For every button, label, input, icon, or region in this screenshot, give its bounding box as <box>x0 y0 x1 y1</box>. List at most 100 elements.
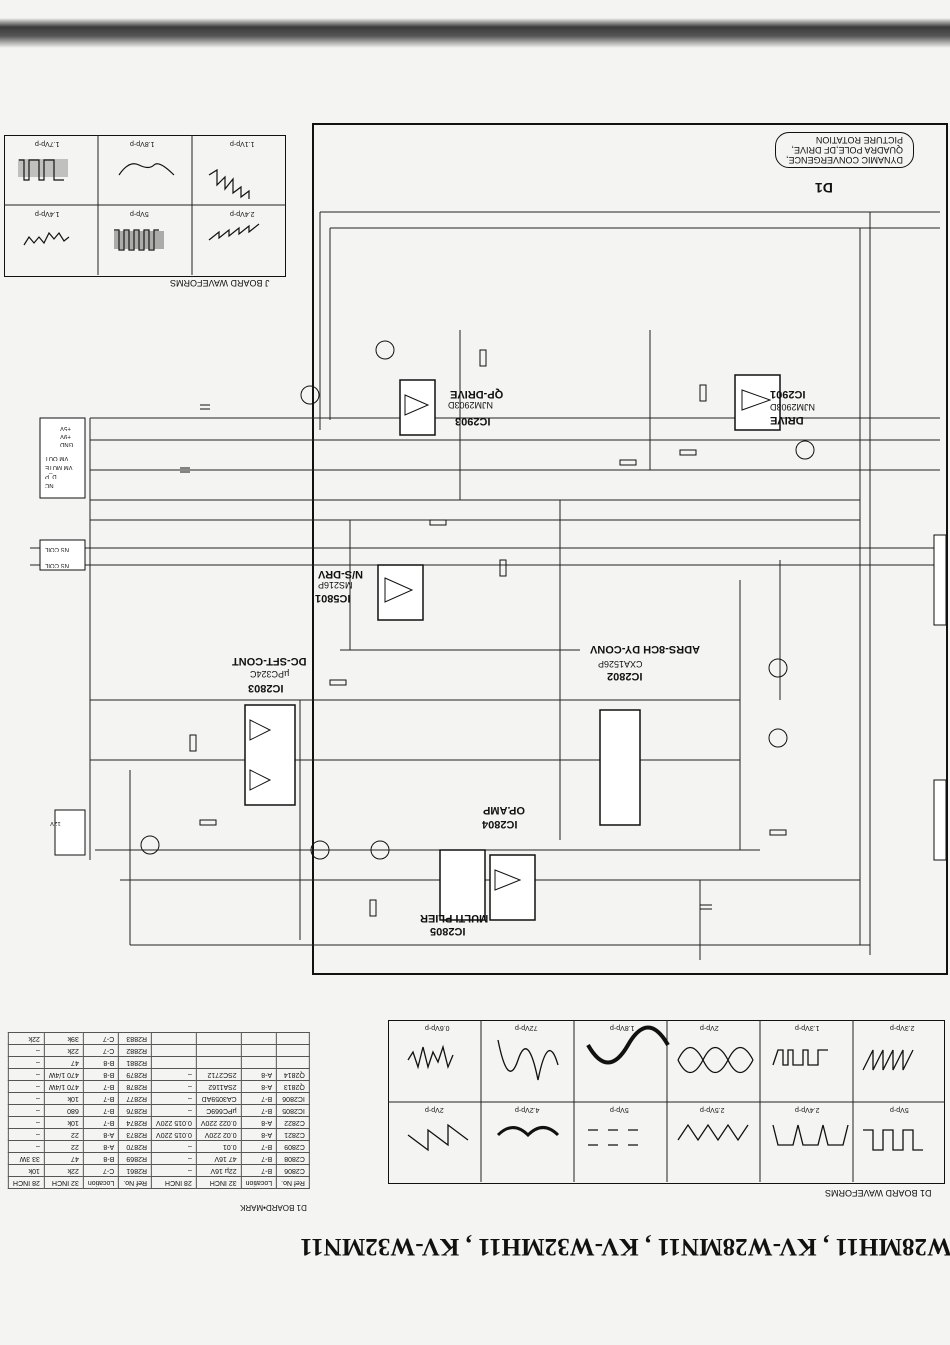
conn-ns-coil-1: NS COIL <box>45 546 70 552</box>
mark-table-cell: A-8 <box>241 1068 277 1081</box>
d1-wf-8-val: 1.3Vp-p <box>795 1024 820 1031</box>
mark-table-cell: R2881 <box>118 1056 152 1069</box>
mark-table-cell: 22 <box>44 1128 84 1141</box>
mark-table-cell: B-7 <box>241 1092 277 1105</box>
ic2903-label: IC2903 <box>455 415 491 427</box>
j-wf-6-val: 1.4Vp-p <box>35 210 60 217</box>
mark-table-cell: A-8 <box>241 1128 277 1141</box>
conn-vm-out: VM OUT <box>45 455 69 461</box>
mark-table-cell: – <box>8 1056 45 1069</box>
mark-table-cell: µPC669C <box>196 1104 242 1117</box>
schematic-frame <box>312 123 948 975</box>
mark-table-cell: R2883 <box>118 1032 152 1045</box>
mark-table-cell: 0.022 220V <box>196 1116 242 1129</box>
mark-table-cell: – <box>8 1128 45 1141</box>
mark-table-cell: 2SA1162 <box>196 1080 242 1093</box>
mark-table-cell: B-7 <box>241 1140 277 1153</box>
d1-waveforms-grid <box>388 1020 945 1182</box>
mark-table-cell: 47 <box>44 1056 84 1069</box>
mark-table-cell: – <box>8 1116 45 1129</box>
j-waveforms-panel <box>4 135 286 277</box>
d1-wf-7-val: 2.3Vp-p <box>890 1024 915 1031</box>
mark-table-cell: 39k <box>44 1032 84 1045</box>
ic2901-part: NJM2903D <box>770 402 816 412</box>
mark-table-cell: – <box>151 1140 197 1153</box>
mark-table-cell: C2806 <box>276 1164 310 1177</box>
ic2802-part: CXA1526P <box>598 659 643 669</box>
mark-table-cell: C-7 <box>83 1164 119 1177</box>
mark-table-cell <box>241 1032 277 1045</box>
d1-wf-12-val: 0.6Vp-p <box>425 1024 450 1031</box>
mark-table-cell: – <box>151 1104 197 1117</box>
mark-table-cell <box>241 1056 277 1069</box>
board-id: D1 <box>815 180 833 196</box>
ic2903-part: NJM2903D <box>448 400 494 410</box>
mark-table-cell: 470 1/4W <box>44 1068 84 1081</box>
ic2901-label: IC2901 <box>770 388 806 400</box>
mark-table-cell: A-8 <box>241 1080 277 1093</box>
mark-table-cell: – <box>151 1080 197 1093</box>
mark-table-cell: R2874 <box>118 1116 152 1129</box>
ic2805-func: MULTI PLIER <box>420 912 489 924</box>
ic2802-label: IC2802 <box>607 670 643 682</box>
j-wf-4-val: 2.4Vp-p <box>230 210 255 217</box>
d1-wf-3-val: 2.5Vp-p <box>700 1106 725 1113</box>
d1-wf-6-val: 2Vp-p <box>425 1106 444 1113</box>
mark-table-cell: 47 16V <box>196 1152 242 1165</box>
mark-table-cell: – <box>8 1092 45 1105</box>
conn-5v: +5V <box>60 425 71 431</box>
mark-table-cell: R2879 <box>118 1068 152 1081</box>
ic5801-part: MS216P <box>318 580 353 590</box>
j-wf-5-val: 5Vp-p <box>130 210 149 217</box>
mark-table-cell: R2876 <box>118 1104 152 1117</box>
mark-table-cell: A-8 <box>83 1140 119 1153</box>
mark-table-cell: – <box>8 1068 45 1081</box>
mark-table-cell: 0.02 220V <box>196 1128 242 1141</box>
conn-dp: D_P <box>45 473 57 479</box>
mark-table-cell: 33 3W <box>8 1152 45 1165</box>
mark-table-cell: – <box>151 1164 197 1177</box>
mark-table-cell <box>196 1032 242 1045</box>
ic2903-func: QP-DRIVE <box>450 388 504 400</box>
mark-table-cell: – <box>8 1104 45 1117</box>
mark-table-cell: C2809 <box>276 1140 310 1153</box>
mark-table-cell: B-8 <box>83 1152 119 1165</box>
j-wf-2-val: 1.8Vp-p <box>130 140 155 147</box>
mark-table-cell: 32 INCH <box>196 1176 242 1189</box>
board-caption-box: DYNAMIC CONVERGENCE, QUADRA POLE,DF DRIV… <box>775 132 915 168</box>
mark-table-cell: – <box>151 1068 197 1081</box>
j-wf-1-val: 1.1Vp-p <box>230 140 255 147</box>
mark-table-cell <box>276 1032 310 1045</box>
mark-table-cell: – <box>151 1152 197 1165</box>
mark-table-cell: R2878 <box>118 1080 152 1093</box>
ic5801-func: N/S-DRV <box>318 568 364 580</box>
mark-table-cell: 0.015 220V <box>151 1128 197 1141</box>
mark-table-cell: B-8 <box>83 1068 119 1081</box>
mark-table-cell: IC2805 <box>276 1104 310 1117</box>
mark-table-cell: C-7 <box>83 1032 119 1045</box>
ic2804-func: OP.AMP <box>483 804 525 816</box>
mark-table-cell: CA3059AD <box>196 1092 242 1105</box>
mark-table-cell: Ref No. <box>118 1176 152 1189</box>
j-wf-3-val: 1.7Vp-p <box>35 140 60 147</box>
mark-table-cell <box>196 1044 242 1057</box>
d1-wf-10-val: 1.8Vp-p <box>610 1024 635 1031</box>
mark-table-cell: B-7 <box>83 1080 119 1093</box>
mark-table-cell: R2882 <box>118 1044 152 1057</box>
mark-table-cell: R2877 <box>118 1092 152 1105</box>
mark-table-cell: – <box>8 1044 45 1057</box>
mark-table-cell: 10k <box>8 1164 45 1177</box>
mark-table-cell: – <box>8 1140 45 1153</box>
ic2901-func: DRIVE <box>770 414 804 426</box>
d1-wf-1-val: 5Vp-p <box>890 1106 909 1113</box>
mark-table-cell: B-8 <box>83 1056 119 1069</box>
